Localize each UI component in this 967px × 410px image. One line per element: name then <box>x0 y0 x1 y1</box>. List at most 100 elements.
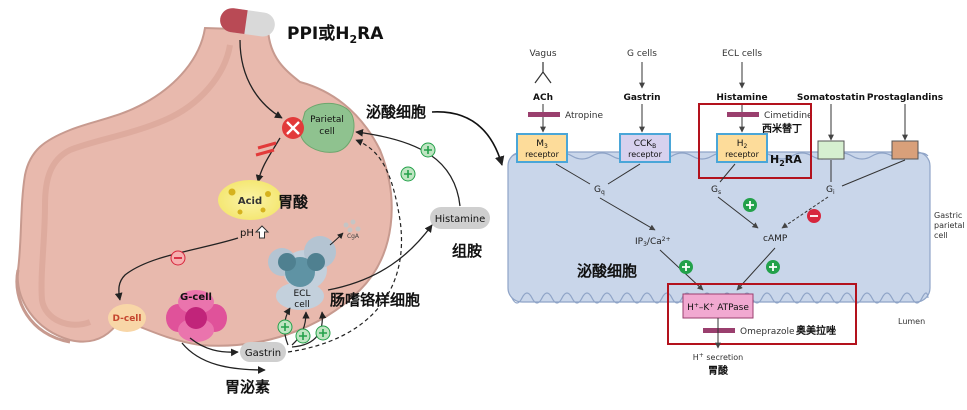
cck-receptor: CCKB receptor <box>619 133 671 163</box>
gcell-to-gastrin-arrow <box>189 337 239 357</box>
plus-icon-histamine <box>420 142 436 158</box>
gcells-label: G cells <box>627 49 657 59</box>
svg-text:receptor: receptor <box>628 150 662 159</box>
somatostatin-label: Somatostatin <box>797 93 865 103</box>
cimetidine-cn-label: 西米替丁 <box>762 122 802 135</box>
somatostatin-receptor <box>817 140 845 160</box>
ecl-to-histamine-arrow <box>327 224 433 291</box>
gi-label: Gi <box>826 185 835 196</box>
atropine-label: Atropine <box>565 111 603 121</box>
cell-cn-label: 泌酸细胞 <box>577 262 637 280</box>
g-cell <box>166 290 227 342</box>
plus-icon-dashed <box>400 166 416 182</box>
ph-to-dcell-arrow <box>114 237 239 301</box>
minus-icon <box>170 250 186 266</box>
histamine-label: Histamine <box>435 214 486 225</box>
gastrin-source-label: Gastrin <box>623 93 660 103</box>
minus-icon-gi <box>807 209 821 223</box>
connector-arrow <box>431 111 505 166</box>
svg-text:CCKB: CCKB <box>634 139 657 150</box>
stomach-lining <box>38 44 233 328</box>
vagus-label: Vagus <box>529 49 556 59</box>
parietal-cn-label: 泌酸细胞 <box>366 103 426 121</box>
ecl-label-2: cell <box>294 300 310 310</box>
inhibit-x-icon <box>282 117 304 139</box>
histamine-cn-label: 组胺 <box>452 242 482 260</box>
gastric-label-2: parietal <box>934 221 965 230</box>
plus-icon-gs <box>743 198 757 212</box>
drug-arrow <box>239 39 283 119</box>
svg-text:M3: M3 <box>536 139 548 150</box>
eclcells-label: ECL cells <box>722 49 762 59</box>
gcell-label: G-cell <box>180 292 212 303</box>
ecl-cn-label: 肠嗜铬样细胞 <box>330 291 420 309</box>
gcell-to-gastrin-cn-arrow <box>181 342 266 374</box>
left-panel: PPI或H2RA Parietal cell 泌酸细胞 Acid 胃酸 pH <box>15 8 505 396</box>
prostaglandin-receptor <box>891 140 919 160</box>
histamine-pill <box>430 207 490 229</box>
gastric-label: Gastric <box>934 211 962 220</box>
parietal-cell-label-2: cell <box>319 127 335 137</box>
prostaglandins-label: Prostaglandins <box>867 93 943 103</box>
plus-icon-ecl-3 <box>315 325 331 341</box>
atropine-bar <box>528 112 560 117</box>
block-mark-icon <box>255 141 277 157</box>
parietal-cell <box>299 102 355 153</box>
ph-label: pH <box>240 228 254 239</box>
gastrin-pill <box>240 342 286 362</box>
cimetidine-label: Cimetidine <box>764 111 813 121</box>
ip3-label: IP3/Ca2+ <box>635 236 671 248</box>
d-cell <box>108 304 146 332</box>
svg-text:receptor: receptor <box>525 150 559 159</box>
gastrin-to-parietal-dashed-arrow <box>287 139 402 353</box>
drug-title: PPI或H2RA <box>287 23 384 46</box>
pump-highlight-box <box>667 283 857 345</box>
m3-to-gq <box>555 163 591 185</box>
dcell-label: D-cell <box>113 314 142 324</box>
gq-to-ip3-arrow <box>599 197 656 231</box>
svg-text:H2: H2 <box>737 139 748 150</box>
ecl-label: ECL <box>294 289 311 299</box>
pill-icon <box>220 8 275 37</box>
plus-icon-ip3 <box>679 260 693 274</box>
h-secretion-label: H+ secretion <box>693 352 743 362</box>
gs-label: Gs <box>711 185 721 196</box>
pump-label: H+–K+ ATPase <box>687 302 749 313</box>
parietal-cell-body <box>507 151 931 303</box>
h2ra-label: H2RA <box>770 153 802 168</box>
h2-receptor: H2 receptor <box>716 133 768 163</box>
ach-label: ACh <box>533 93 553 103</box>
acid-cn-label-right: 胃酸 <box>708 364 729 377</box>
blocked-acid-arrow <box>255 137 281 183</box>
vagus-nerve-icon <box>534 62 552 84</box>
gs-to-camp-arrow <box>717 196 759 229</box>
plus-icon-camp <box>766 260 780 274</box>
pg-to-gi <box>841 159 906 187</box>
m3-receptor: M3 receptor <box>516 133 568 163</box>
histamine-source-label: Histamine <box>716 93 767 103</box>
plus-icon-ecl-2 <box>295 328 311 344</box>
cga-granules <box>343 219 361 233</box>
acid-label: Acid <box>238 196 262 207</box>
parietal-cell-label: Parietal <box>310 115 344 125</box>
ecl-cell <box>268 236 336 310</box>
h2-to-gs <box>719 163 736 183</box>
gastrin-cn-label: 胃泌素 <box>225 378 270 396</box>
gq-label: Gq <box>594 185 605 196</box>
cimetidine-bar <box>727 112 759 117</box>
proton-pump <box>682 293 754 319</box>
ecl-to-cga-arrow <box>329 232 344 246</box>
gastrin-label: Gastrin <box>245 348 281 359</box>
cga-label: CgA <box>347 233 360 240</box>
ph-up-arrow-icon <box>254 225 270 239</box>
cck-to-gq <box>607 163 641 185</box>
lumen-label: Lumen <box>898 317 925 326</box>
gastric-label-3: cell <box>934 231 948 240</box>
acid-cn-label: 胃酸 <box>278 193 309 211</box>
h2-highlight-box <box>698 103 812 179</box>
omeprazole-bar <box>703 328 735 333</box>
stomach-pylorus <box>15 269 71 344</box>
svg-text:receptor: receptor <box>725 150 759 159</box>
omeprazole-cn-label: 奥美拉唑 <box>796 324 836 337</box>
